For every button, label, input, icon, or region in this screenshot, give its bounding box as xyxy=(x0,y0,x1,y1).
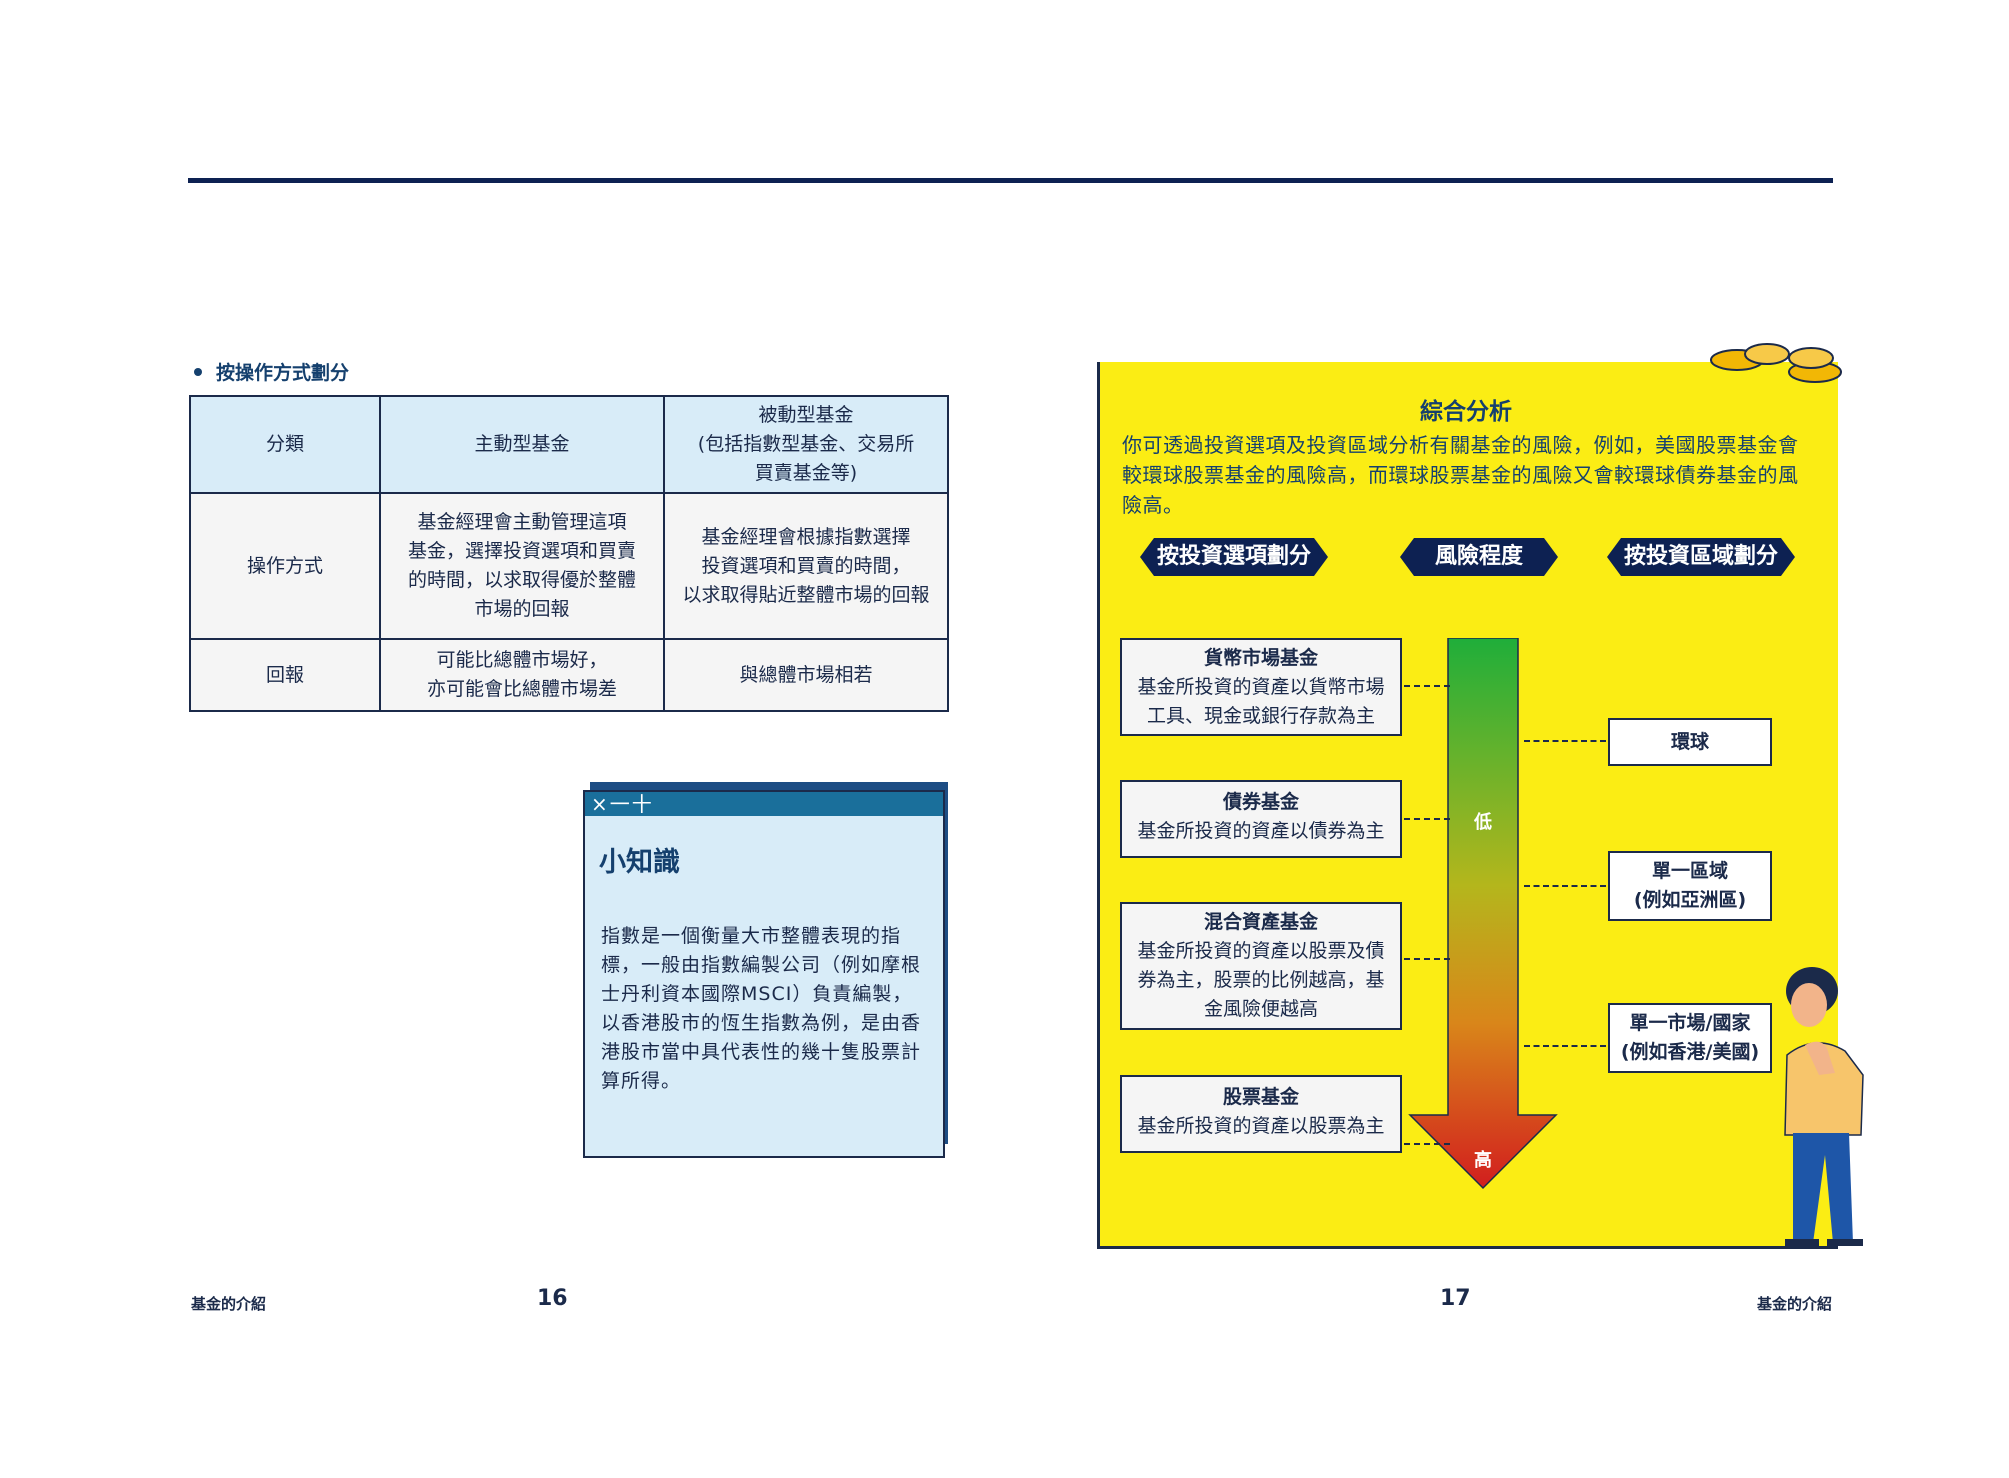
coins-icon xyxy=(1710,343,1842,383)
table-cell: 可能比總體市場好， 亦可能會比總體市場差 xyxy=(379,638,665,712)
tips-title: 小知識 xyxy=(599,847,680,878)
table-header-row: 分類 主動型基金 被動型基金 (包括指數型基金、交易所 買賣基金等) xyxy=(189,395,949,494)
header-by-region: 按投資區域劃分 xyxy=(1607,538,1795,576)
region-sublabel: (例如香港/美國) xyxy=(1620,1041,1760,1063)
header-cell: 分類 xyxy=(189,395,381,494)
region-box-global: 環球 xyxy=(1608,718,1772,766)
panel-title: 綜合分析 xyxy=(1420,399,1512,425)
panel-intro: 你可透過投資選項及投資區域分析有關基金的風險，例如，美國股票基金會較環球股票基金… xyxy=(1122,433,1799,517)
tips-text: 指數是一個衡量大市整體表現的指標，一般由指數編製公司（例如摩根士丹利資本國際MS… xyxy=(601,925,922,1092)
region-box-single-region: 單一區域 (例如亞洲區) xyxy=(1608,851,1772,921)
fund-box-mixed-asset: 混合資產基金 基金所投資的資產以股票及債 券為主，股票的比例越高，基 金風險便越… xyxy=(1120,902,1402,1030)
region-box-single-market: 單一市場/國家 (例如香港/美國) xyxy=(1608,1003,1772,1073)
table-cell: 回報 xyxy=(189,638,381,712)
table-cell: 操作方式 xyxy=(189,492,381,640)
top-divider-line xyxy=(188,178,1833,183)
fund-box-equity: 股票基金 基金所投資的資產以股票為主 xyxy=(1120,1075,1402,1153)
risk-low-label: 低 xyxy=(1474,812,1492,833)
comparison-table: 分類 主動型基金 被動型基金 (包括指數型基金、交易所 買賣基金等) 操作方式 … xyxy=(189,395,949,712)
section-title: 按操作方式劃分 xyxy=(194,358,349,385)
fund-title: 股票基金 xyxy=(1222,1086,1299,1108)
header-cell: 被動型基金 (包括指數型基金、交易所 買賣基金等) xyxy=(663,395,949,494)
section-title-text: 按操作方式劃分 xyxy=(216,362,350,384)
connector-line xyxy=(1404,818,1450,820)
fund-box-bond: 債券基金 基金所投資的資產以債券為主 xyxy=(1120,780,1402,858)
connector-line xyxy=(1404,1143,1450,1145)
fund-desc: 基金所投資的資產以股票及債 券為主，股票的比例越高，基 金風險便越高 xyxy=(1137,940,1385,1020)
page-number-right: 17 xyxy=(1440,1286,1471,1311)
bullet-icon xyxy=(194,367,202,376)
table-cell: 基金經理會根據指數選擇 投資選項和買賣的時間， 以求取得貼近整體市場的回報 xyxy=(663,492,949,640)
header-risk-level: 風險程度 xyxy=(1400,538,1558,576)
risk-gradient-arrow xyxy=(1408,638,1558,1190)
region-label: 單一市場/國家 xyxy=(1629,1012,1751,1034)
table-cell: 與總體市場相若 xyxy=(663,638,949,712)
region-label: 環球 xyxy=(1670,731,1709,753)
connector-line xyxy=(1524,885,1606,887)
region-label: 單一區域 xyxy=(1651,860,1728,882)
tips-window-bar: ×一十 xyxy=(585,792,943,816)
footer-right-title: 基金的介紹 xyxy=(1757,1295,1833,1313)
connector-line xyxy=(1404,685,1450,687)
fund-desc: 基金所投資的資產以股票為主 xyxy=(1137,1115,1385,1137)
fund-desc: 基金所投資的資產以貨幣市場 工具、現金或銀行存款為主 xyxy=(1137,676,1385,727)
table-row: 操作方式 基金經理會主動管理這項 基金，選擇投資選項和買賣 的時間，以求取得優於… xyxy=(189,492,949,640)
table-cell: 基金經理會主動管理這項 基金，選擇投資選項和買賣 的時間，以求取得優於整體 市場… xyxy=(379,492,665,640)
table-row: 回報 可能比總體市場好， 亦可能會比總體市場差 與總體市場相若 xyxy=(189,638,949,712)
connector-line xyxy=(1404,958,1450,960)
page-number-left: 16 xyxy=(537,1286,568,1311)
fund-title: 債券基金 xyxy=(1222,791,1299,813)
fund-desc: 基金所投資的資產以債券為主 xyxy=(1137,820,1385,842)
fund-title: 貨幣市場基金 xyxy=(1203,647,1318,669)
header-cell: 主動型基金 xyxy=(379,395,665,494)
connector-line xyxy=(1524,1045,1606,1047)
connector-line xyxy=(1524,740,1606,742)
region-sublabel: (例如亞洲區) xyxy=(1633,889,1747,911)
tips-card: ×一十 小知識 指數是一個衡量大市整體表現的指標，一般由指數編製公司（例如摩根士… xyxy=(583,790,945,1158)
fund-box-money-market: 貨幣市場基金 基金所投資的資產以貨幣市場 工具、現金或銀行存款為主 xyxy=(1120,638,1402,736)
thinking-person-icon xyxy=(1784,967,1864,1246)
fund-title: 混合資產基金 xyxy=(1203,911,1318,933)
risk-high-label: 高 xyxy=(1474,1150,1492,1171)
header-by-option: 按投資選項劃分 xyxy=(1140,538,1328,576)
footer-left-title: 基金的介紹 xyxy=(191,1295,267,1313)
